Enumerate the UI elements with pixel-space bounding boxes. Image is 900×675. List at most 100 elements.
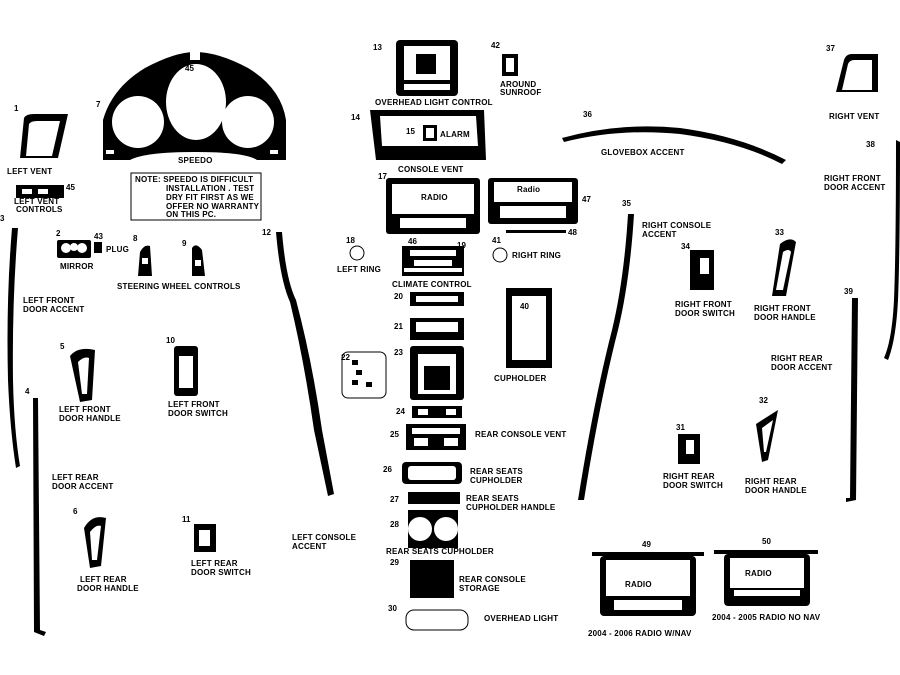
right-front-door-handle-piece: [772, 239, 796, 296]
part-number: 5: [60, 342, 65, 351]
glovebox-accent-label: GLOVEBOX ACCENT: [601, 148, 685, 157]
overhead-light-control-piece: [396, 40, 458, 96]
left-vent-controls-label-2: CONTROLS: [16, 205, 63, 214]
left-front-door-handle-label-1: LEFT FRONT: [59, 405, 111, 414]
right-rear-door-handle-piece: [756, 410, 778, 462]
right-ring-piece: [492, 247, 508, 263]
right-ring-label: RIGHT RING: [512, 251, 562, 260]
right-rear-door-handle-label-1: RIGHT REAR: [745, 477, 797, 486]
right-front-door-handle-label-1: RIGHT FRONT: [754, 304, 811, 313]
part-number: 46: [408, 237, 417, 246]
part-number: 11: [182, 515, 191, 524]
note-line-4: OFFER NO WARRANTY: [166, 202, 260, 211]
part-number: 39: [844, 287, 853, 296]
note-line-1: NOTE: SPEEDO IS DIFFICULT: [135, 175, 254, 184]
left-front-door-handle-label-2: DOOR HANDLE: [59, 414, 121, 423]
part-number: 22: [341, 353, 350, 362]
right-front-door-switch-piece: [690, 250, 714, 290]
part-number: 7: [96, 100, 101, 109]
part-number: 12: [262, 228, 271, 237]
climate-control-piece: [402, 246, 464, 276]
part-number: 37: [826, 44, 835, 53]
mirror-label: MIRROR: [60, 262, 94, 271]
left-front-door-switch-label-1: LEFT FRONT: [168, 400, 220, 409]
left-rear-door-switch-label-2: DOOR SWITCH: [191, 568, 251, 577]
left-vent-label: LEFT VENT: [7, 167, 53, 176]
right-rear-door-switch-piece: [678, 434, 700, 464]
steering-wheel-controls-piece: [138, 245, 205, 276]
part-number: 50: [762, 537, 771, 546]
note-line-3: DRY FIT FIRST AS WE: [166, 193, 254, 202]
part-number: 15: [406, 127, 415, 136]
radio-no-nav-label: 2004 - 2005 RADIO NO NAV: [712, 613, 821, 622]
part-number: 6: [73, 507, 78, 516]
rear-seats-cupholder-accent-label-1: REAR SEATS: [470, 467, 523, 476]
part-number: 33: [775, 228, 784, 237]
part-number: 29: [390, 558, 399, 567]
right-rear-door-accent-label-1: RIGHT REAR: [771, 354, 823, 363]
part-number: 26: [383, 465, 392, 474]
left-rear-door-switch-label-1: LEFT REAR: [191, 559, 238, 568]
radio-17-label: RADIO: [421, 193, 448, 202]
part-number: 21: [394, 322, 403, 331]
part-number: 14: [351, 113, 360, 122]
part-number: 47: [582, 195, 591, 204]
around-sunroof-label-2: SUNROOF: [500, 88, 542, 97]
right-rear-door-switch-label-1: RIGHT REAR: [663, 472, 715, 481]
rear-seats-cupholder-label: REAR SEATS CUPHOLDER: [386, 547, 494, 556]
left-front-door-switch-label-2: DOOR SWITCH: [168, 409, 228, 418]
left-vent-piece: [20, 114, 68, 158]
part-number: 32: [759, 396, 768, 405]
left-vent-controls-label-1: LEFT VENT: [14, 197, 60, 206]
piece-24: [412, 406, 462, 418]
shifter-plate-piece: [341, 351, 387, 399]
left-rear-door-accent-piece: [33, 398, 46, 636]
left-front-door-switch-piece: [174, 346, 198, 396]
left-ring-piece: [349, 245, 365, 261]
mirror-piece: [57, 240, 91, 258]
right-vent-piece: [836, 54, 878, 92]
left-rear-door-accent-label-2: DOOR ACCENT: [52, 482, 114, 491]
radio-47-piece: [488, 178, 578, 224]
part-number: 40: [520, 302, 529, 311]
part-number: 9: [182, 239, 187, 248]
glovebox-accent-piece: [562, 126, 786, 164]
part-number: 35: [622, 199, 631, 208]
part-number: 30: [388, 604, 397, 613]
right-front-door-switch-label-1: RIGHT FRONT: [675, 300, 732, 309]
rear-console-vent-label: REAR CONSOLE VENT: [475, 430, 567, 439]
overhead-light-label: OVERHEAD LIGHT: [484, 614, 559, 623]
rear-console-storage-label-2: STORAGE: [459, 584, 500, 593]
right-rear-door-handle-label-2: DOOR HANDLE: [745, 486, 807, 495]
rear-seats-cupholder-handle-piece: [408, 492, 460, 504]
left-front-door-accent-label-1: LEFT FRONT: [23, 296, 75, 305]
around-sunroof-piece: [502, 54, 518, 76]
piece-48: [506, 230, 566, 233]
part-number: 48: [568, 228, 577, 237]
left-front-door-handle-piece: [70, 348, 95, 402]
part-number: 17: [378, 172, 387, 181]
left-rear-door-accent-label-1: LEFT REAR: [52, 473, 99, 482]
note-box: [130, 172, 262, 221]
left-console-accent-label-2: ACCENT: [292, 542, 327, 551]
part-number: 10: [166, 336, 175, 345]
part-number: 20: [394, 292, 403, 301]
right-console-accent-piece: [578, 214, 634, 500]
right-front-door-handle-label-2: DOOR HANDLE: [754, 313, 816, 322]
left-console-accent-piece: [276, 232, 334, 496]
part-number: 45: [185, 64, 194, 73]
right-front-door-switch-label-2: DOOR SWITCH: [675, 309, 735, 318]
part-number: 2: [56, 229, 61, 238]
part-number: 3: [0, 214, 5, 223]
console-vent-top-piece: [370, 110, 486, 160]
part-number: 31: [676, 423, 685, 432]
rear-seats-cupholder-handle-label-1: REAR SEATS: [466, 494, 519, 503]
rear-seats-cupholder-accent-piece: [402, 462, 462, 484]
plug-label: PLUG: [106, 245, 130, 254]
part-number: 19: [457, 241, 466, 250]
left-ring-label: LEFT RING: [337, 265, 382, 274]
part-number: 41: [492, 236, 501, 245]
rear-console-storage-piece: [410, 560, 454, 598]
right-vent-label: RIGHT VENT: [829, 112, 880, 121]
part-number: 8: [133, 234, 138, 243]
